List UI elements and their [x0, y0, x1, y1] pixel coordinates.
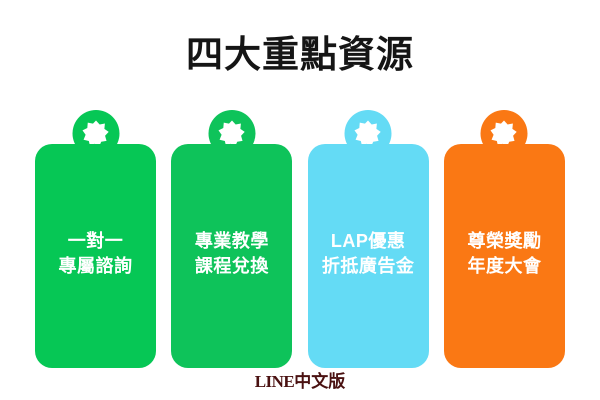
card-line2-2: 課程兌換	[194, 256, 269, 276]
card-label-3: LAP優惠 折抵廣告金	[322, 229, 415, 279]
star-badge-icon	[490, 120, 518, 147]
card-line1-1: 一對一	[67, 231, 124, 251]
card-line2-4: 年度大會	[467, 256, 542, 276]
card-line2-3: 折抵廣告金	[321, 256, 415, 276]
card-line1-3: LAP優惠	[330, 231, 406, 251]
feature-card-annual-awards[interactable]: 尊榮獎勵 年度大會	[443, 110, 565, 368]
card-line2-1: 專屬諮詢	[58, 256, 133, 276]
feature-card-professional-training[interactable]: 專業教學 課程兌換	[171, 110, 293, 368]
card-line1-2: 專業教學	[194, 231, 269, 251]
feature-card-row: 一對一 專屬諮詢 專業教學 課程兌換	[35, 110, 565, 368]
page-title: 四大重點資源	[186, 34, 414, 75]
footer-brand-latin: LINE	[254, 372, 295, 391]
card-label-1: 一對一 專屬諮詢	[59, 229, 133, 279]
footer-brand-cjk: 中文版	[294, 372, 346, 391]
feature-card-lap-ad-credit[interactable]: LAP優惠 折抵廣告金	[307, 110, 429, 368]
card-label-2: 專業教學 課程兌換	[195, 229, 269, 279]
star-badge-icon	[218, 120, 245, 147]
card-body-1: 一對一 專屬諮詢	[35, 144, 156, 368]
card-body-3: LAP優惠 折抵廣告金	[307, 144, 429, 368]
footer-brand: LINE中文版	[0, 372, 600, 392]
feature-card-one-on-one-consulting[interactable]: 一對一 專屬諮詢	[35, 110, 156, 368]
card-line1-4: 尊榮獎勵	[467, 231, 542, 251]
card-body-2: 專業教學 課程兌換	[171, 144, 293, 368]
star-badge-icon	[354, 120, 381, 147]
star-badge-icon	[82, 120, 109, 147]
card-body-4: 尊榮獎勵 年度大會	[443, 144, 565, 368]
card-label-4: 尊榮獎勵 年度大會	[467, 229, 541, 279]
